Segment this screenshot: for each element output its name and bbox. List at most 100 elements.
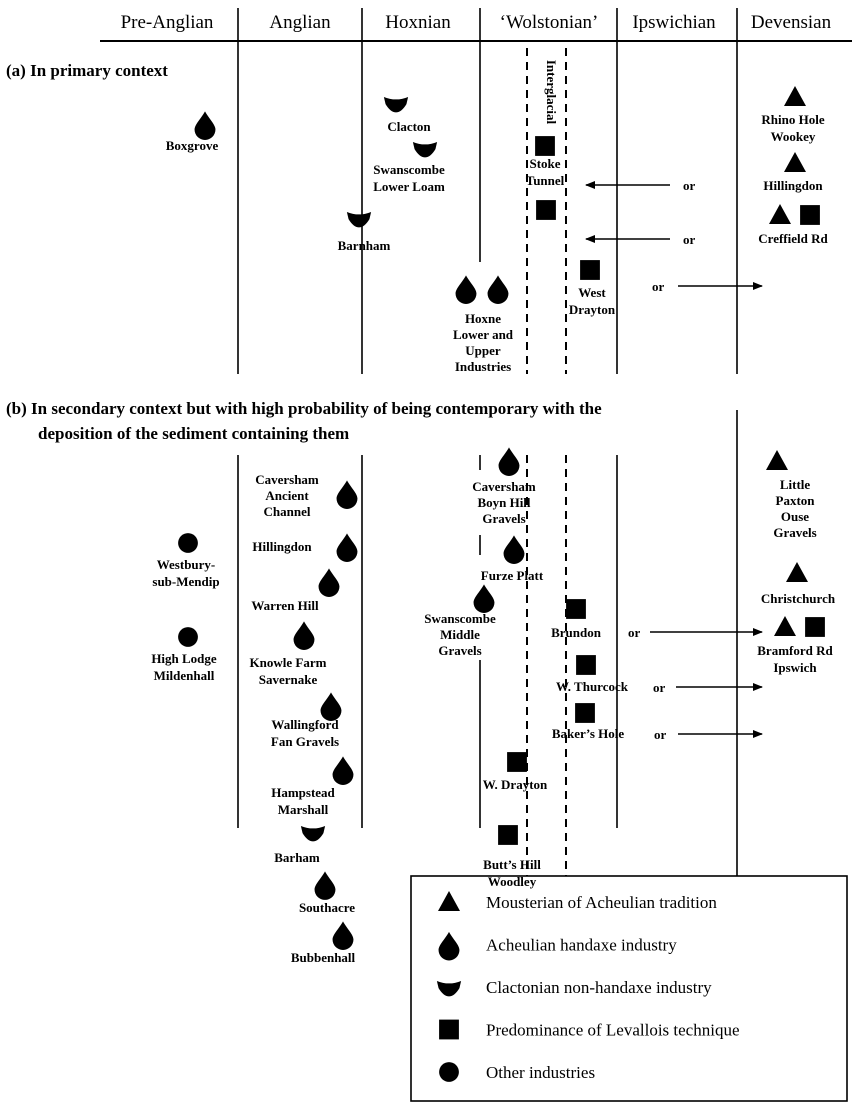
site-label: Drayton	[569, 302, 616, 317]
site-secondary: Bramford Rd Ipswich	[757, 616, 834, 675]
drop-icon	[336, 480, 358, 509]
drop-icon	[503, 535, 525, 564]
drop-icon	[332, 921, 354, 950]
site-label: Fan Gravels	[271, 734, 339, 749]
site-label: Bubbenhall	[291, 950, 356, 965]
triangle-icon	[774, 616, 796, 637]
square-icon	[507, 752, 527, 772]
legend-label: Other industries	[486, 1063, 595, 1082]
site-label: sub-Mendip	[152, 574, 219, 589]
site-primary: Creffield Rd	[758, 204, 828, 246]
site-label: Upper	[465, 343, 501, 358]
legend-entry-cup: Clactonian non-handaxe industry	[436, 978, 712, 997]
site-primary: Barnham	[338, 211, 391, 253]
correlation-arrows: or or or or or or	[585, 178, 763, 742]
site-label: Knowle Farm	[250, 655, 327, 670]
or-label: or	[652, 279, 665, 294]
legend-entry-square: Predominance of Levallois technique	[439, 1019, 740, 1040]
square-icon	[535, 136, 555, 156]
site-label: Creffield Rd	[758, 231, 828, 246]
triangle-icon	[438, 891, 460, 912]
site-label: Gravels	[438, 643, 481, 658]
site-label: Caversham	[472, 479, 536, 494]
site-label: Marshall	[278, 802, 329, 817]
period-ipswichian: Ipswichian	[632, 12, 716, 33]
site-secondary: Baker’s Hole	[552, 703, 625, 741]
site-label: Hillingdon	[763, 178, 823, 193]
site-label: Paxton	[776, 493, 816, 508]
site-label: Mildenhall	[154, 668, 215, 683]
drop-icon	[473, 584, 495, 613]
site-label: Ancient	[265, 488, 309, 503]
site-label: Brundon	[551, 625, 602, 640]
site-secondary: Christchurch	[761, 562, 836, 606]
legend-box	[410, 875, 848, 1102]
legend-label: Clactonian non-handaxe industry	[486, 978, 712, 997]
drop-icon	[487, 275, 509, 304]
period-anglian: Anglian	[269, 12, 331, 33]
site-label: W. Thurcock	[556, 679, 629, 694]
square-icon	[800, 205, 820, 225]
cup-icon	[383, 96, 409, 113]
circle-icon	[439, 1062, 459, 1082]
site-secondary: Westbury-sub-Mendip	[152, 533, 220, 589]
drop-icon	[318, 568, 340, 597]
site-label: Southacre	[299, 900, 355, 915]
square-icon	[576, 655, 596, 675]
site-secondary: Hillingdon	[252, 533, 358, 562]
square-icon	[536, 200, 556, 220]
legend-label: Mousterian of Acheulian tradition	[486, 893, 717, 912]
site-secondary: W. Drayton	[483, 752, 548, 792]
or-label: or	[683, 178, 696, 193]
site-primary: Clacton	[383, 96, 431, 134]
site-label: Boyn Hill	[477, 495, 530, 510]
site-label: Ipswich	[773, 660, 817, 675]
site-label: Boxgrove	[166, 138, 219, 153]
drop-icon	[293, 621, 315, 650]
legend-entries: Mousterian of Acheulian traditionAcheuli…	[436, 891, 740, 1082]
site-label: W. Drayton	[483, 777, 548, 792]
period-header: Pre-Anglian Anglian Hoxnian ‘Wolstonian’…	[100, 12, 852, 42]
site-secondary: Barham	[274, 825, 326, 865]
site-label: Butt’s Hill	[483, 857, 541, 872]
site-label: Middle	[440, 627, 480, 642]
site-label: Channel	[264, 504, 311, 519]
legend-entry-circle: Other industries	[439, 1062, 595, 1082]
site-label: Swanscombe	[373, 162, 445, 177]
circle-icon	[178, 627, 198, 647]
drop-icon	[455, 275, 477, 304]
section-primary-heading: (a) In primary context	[6, 61, 168, 80]
site-label: West	[578, 285, 606, 300]
cup-icon	[412, 141, 438, 158]
site-label: Ouse	[781, 509, 809, 524]
cup-icon	[300, 825, 326, 842]
site-label: Lower Loam	[373, 179, 445, 194]
square-icon	[575, 703, 595, 723]
interglacial-label: Interglacial	[544, 60, 559, 125]
site-label: High Lodge	[151, 651, 217, 666]
drop-icon	[314, 871, 336, 900]
site-label: Hillingdon	[252, 539, 312, 554]
site-label: Lower and	[453, 327, 514, 342]
site-label: Baker’s Hole	[552, 726, 625, 741]
site-label: Warren Hill	[251, 598, 319, 613]
legend-label: Acheulian handaxe industry	[486, 936, 677, 955]
period-hoxnian: Hoxnian	[385, 12, 451, 33]
site-label: Christchurch	[761, 591, 836, 606]
drop-icon	[194, 111, 216, 140]
drop-icon	[438, 931, 460, 961]
or-label: or	[628, 625, 641, 640]
site-label: Bramford Rd	[757, 643, 833, 658]
period-devensian: Devensian	[751, 12, 832, 33]
site-label: Furze Platt	[481, 568, 544, 583]
drop-icon	[320, 692, 342, 721]
